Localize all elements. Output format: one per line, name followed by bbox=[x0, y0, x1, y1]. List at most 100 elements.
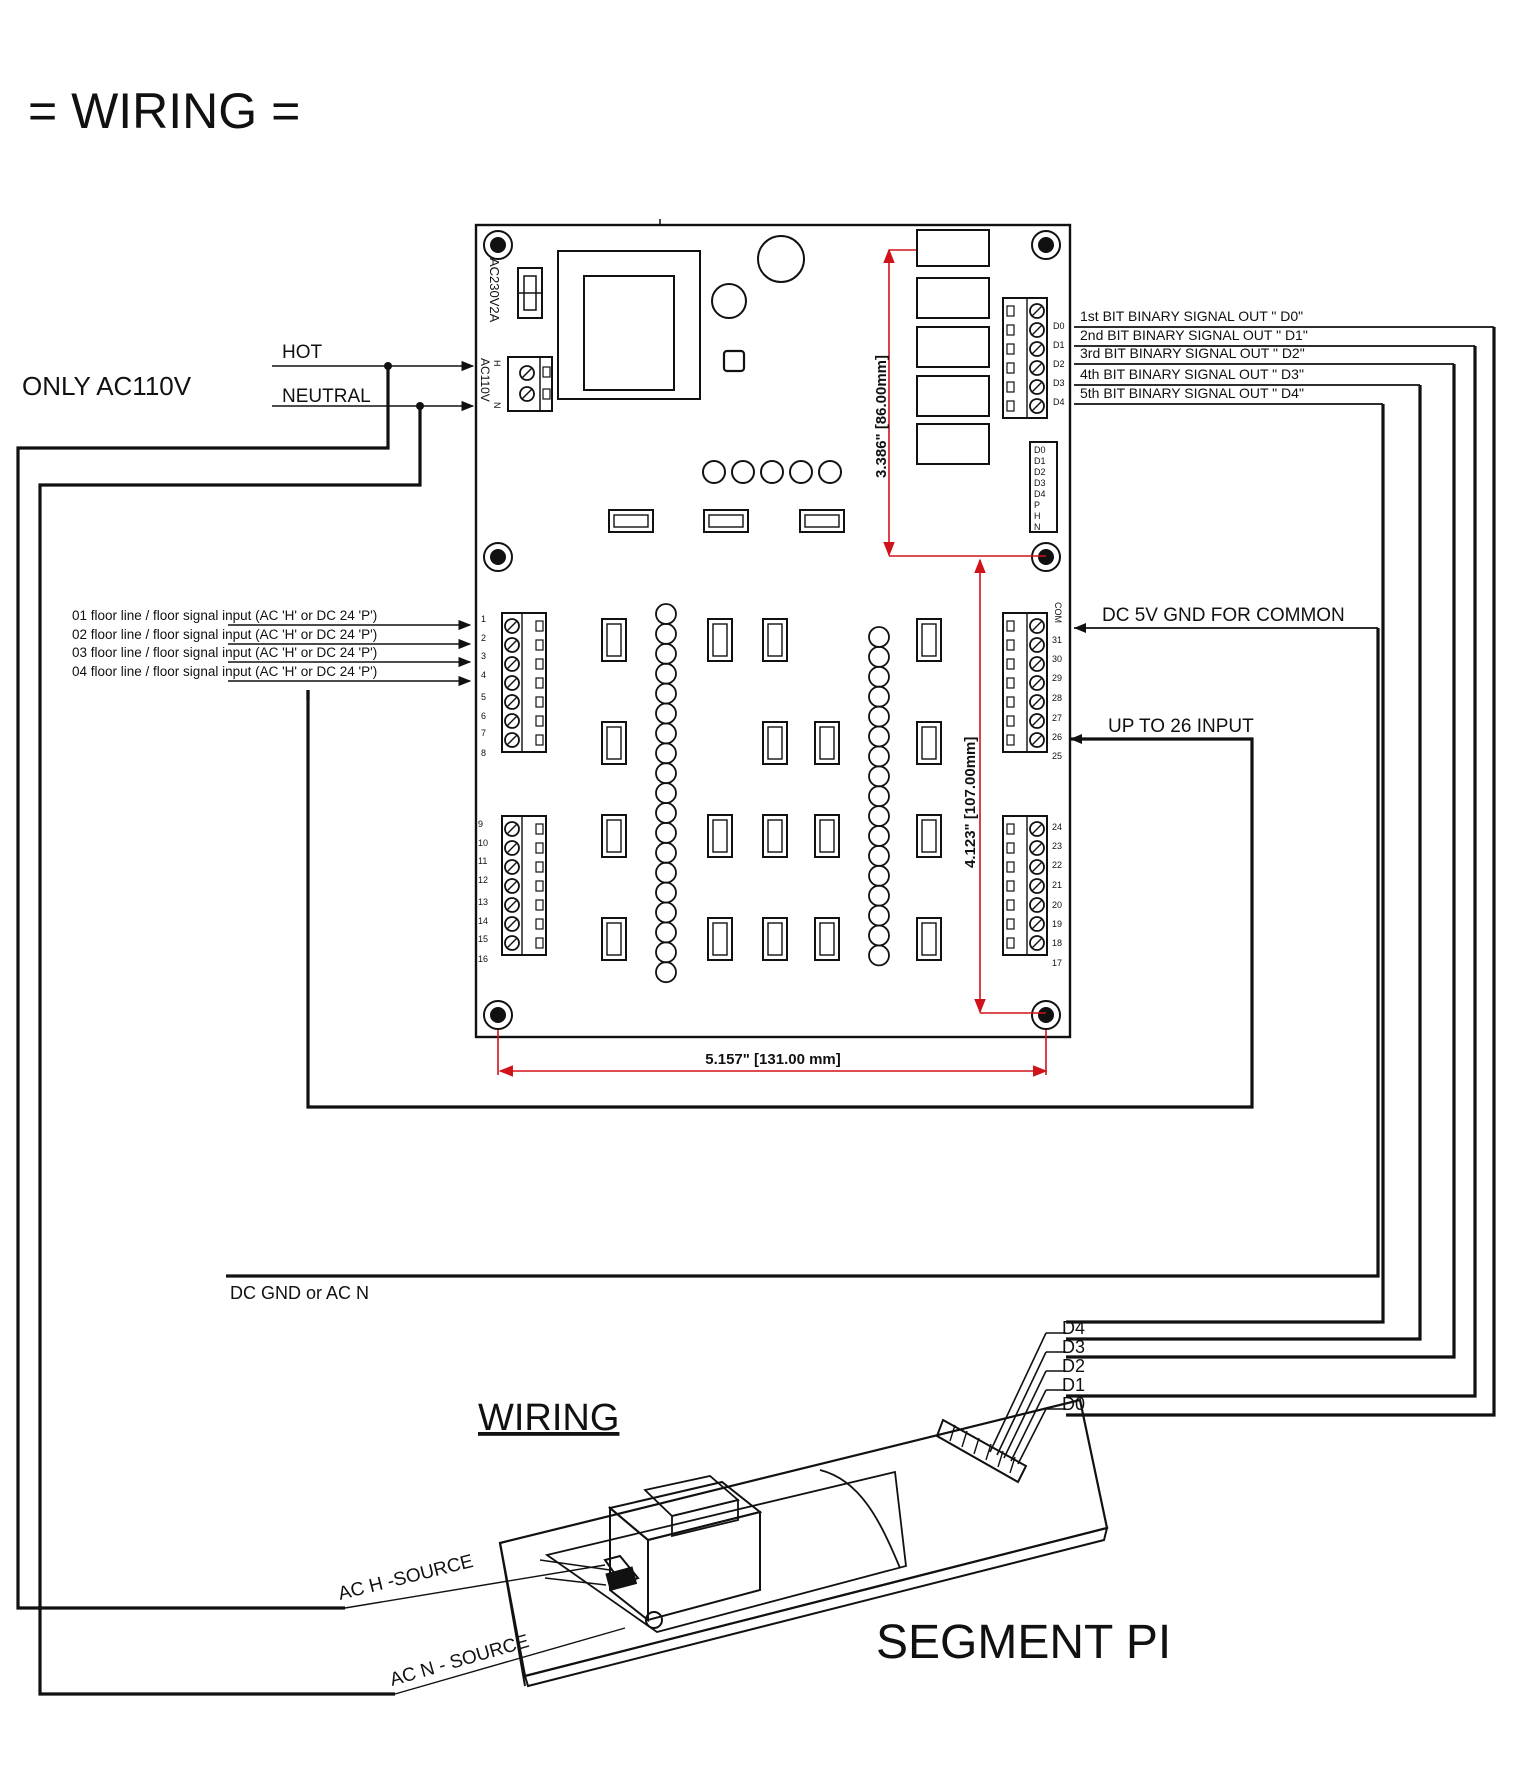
output-pin-number: D4 bbox=[1053, 397, 1065, 407]
terminal-block-outputs bbox=[1002, 297, 1048, 419]
wiring-subtitle: WIRING bbox=[478, 1397, 619, 1439]
hot-label: HOT bbox=[282, 342, 323, 363]
pin-number: 1 bbox=[481, 614, 486, 624]
dc-gnd-label: DC GND or AC N bbox=[230, 1283, 369, 1303]
pin-number: 16 bbox=[478, 954, 488, 964]
pin-number: 9 bbox=[478, 819, 483, 829]
relay-column bbox=[916, 229, 990, 465]
chip-grid bbox=[601, 618, 942, 961]
regulator bbox=[722, 349, 746, 373]
transformer bbox=[557, 250, 701, 400]
mounting-hole-bl bbox=[483, 1000, 513, 1030]
pin-number: 3 bbox=[481, 651, 486, 661]
pin-number: 4 bbox=[481, 670, 486, 680]
mounting-hole-tl bbox=[483, 230, 513, 260]
dimension-width: 5.157" [131.00 mm] bbox=[705, 1051, 841, 1068]
terminal-block-inputs-17-24 bbox=[1002, 815, 1048, 956]
pin-number: 23 bbox=[1052, 841, 1062, 851]
ac-terminal-n: N bbox=[492, 402, 502, 409]
output-signals: 1st BIT BINARY SIGNAL OUT " D0"2nd BIT B… bbox=[1066, 308, 1496, 1417]
pin-number: 25 bbox=[1052, 751, 1062, 761]
header-pin-label: N bbox=[1034, 522, 1041, 532]
mounting-hole-tr bbox=[1031, 230, 1061, 260]
pin-number: 24 bbox=[1052, 822, 1062, 832]
pin-number: 26 bbox=[1052, 732, 1062, 742]
pin-number: 18 bbox=[1052, 938, 1062, 948]
header-pin-label: P bbox=[1034, 500, 1040, 510]
output-signal-label: 1st BIT BINARY SIGNAL OUT " D0" bbox=[1080, 308, 1303, 324]
common-label: DC 5V GND FOR COMMON bbox=[1102, 605, 1345, 626]
led-row bbox=[702, 460, 842, 484]
ac-h-source-label: AC H -SOURCE bbox=[336, 1551, 475, 1605]
output-signal-label: 5th BIT BINARY SIGNAL OUT " D4" bbox=[1080, 385, 1304, 401]
ac-terminal-h: H bbox=[492, 360, 502, 367]
terminal-block-inputs-1-8 bbox=[501, 612, 547, 753]
pin-number: 12 bbox=[478, 875, 488, 885]
capacitor-large bbox=[757, 235, 805, 283]
header-pin-label: D2 bbox=[1034, 467, 1046, 477]
pi-pin-label: D0 bbox=[1062, 1394, 1085, 1414]
output-pin-number: D2 bbox=[1053, 359, 1065, 369]
output-pin-number: D3 bbox=[1053, 378, 1065, 388]
floor-inputs: 01 floor line / floor signal input (AC '… bbox=[72, 608, 472, 700]
ic-row bbox=[608, 509, 845, 533]
pin-number: 14 bbox=[478, 916, 488, 926]
segment-pi-board bbox=[498, 1398, 1109, 1688]
com-pin-label: COM bbox=[1053, 602, 1063, 623]
floor-return-wire bbox=[306, 690, 1254, 1109]
pin-number: 29 bbox=[1052, 673, 1062, 683]
header-pin-label: D3 bbox=[1034, 478, 1046, 488]
output-route-wire bbox=[1066, 364, 1456, 1359]
pi-pin-label: D1 bbox=[1062, 1375, 1085, 1395]
fuse-label: AC230V2A bbox=[487, 258, 502, 323]
pin-number: 10 bbox=[478, 838, 488, 848]
pin-number: 8 bbox=[481, 748, 486, 758]
power-wiring: ONLY AC110V HOT NEUTRAL bbox=[16, 342, 475, 1696]
ac-terminal-block bbox=[507, 356, 553, 412]
output-route-wire bbox=[1066, 327, 1496, 1417]
ac-terminal-label: AC110V bbox=[478, 358, 492, 402]
header-pin-label: H bbox=[1034, 511, 1041, 521]
dimension-bottom-height: 4.123" [107.00mm] bbox=[962, 737, 979, 868]
pin-number: 21 bbox=[1052, 880, 1062, 890]
header-pin-label: D0 bbox=[1034, 445, 1046, 455]
floor-input-label: 01 floor line / floor signal input (AC '… bbox=[72, 608, 377, 623]
pi-connector bbox=[935, 1418, 1028, 1484]
pin-number: 6 bbox=[481, 711, 486, 721]
pin-number: 28 bbox=[1052, 693, 1062, 703]
mounting-hole-ml bbox=[483, 542, 513, 572]
pin-number: 20 bbox=[1052, 900, 1062, 910]
pi-pin-label: D4 bbox=[1062, 1318, 1085, 1338]
pin-number: 15 bbox=[478, 934, 488, 944]
led-columns bbox=[655, 603, 890, 984]
output-route-wire bbox=[1066, 404, 1385, 1324]
capacitor-small bbox=[711, 283, 747, 319]
output-pin-number: D1 bbox=[1053, 340, 1065, 350]
pin-number: 19 bbox=[1052, 919, 1062, 929]
pin-number: 7 bbox=[481, 728, 486, 738]
pin-number: 5 bbox=[481, 692, 486, 702]
pin-number: 11 bbox=[478, 856, 487, 866]
output-signal-label: 4th BIT BINARY SIGNAL OUT " D3" bbox=[1080, 366, 1304, 382]
up-to-26-label: UP TO 26 INPUT bbox=[1108, 716, 1254, 737]
floor-input-label: 02 floor line / floor signal input (AC '… bbox=[72, 627, 377, 642]
common-wire bbox=[226, 628, 1380, 1278]
floor-input-label: 03 floor line / floor signal input (AC '… bbox=[72, 645, 377, 660]
pin-number: 2 bbox=[481, 633, 486, 643]
only-ac110v-label: ONLY AC110V bbox=[22, 371, 192, 401]
header-pin-label: D1 bbox=[1034, 456, 1046, 466]
neutral-label: NEUTRAL bbox=[282, 386, 371, 407]
fuse bbox=[517, 267, 543, 319]
terminal-block-inputs-25-31 bbox=[1002, 612, 1048, 753]
controller-board: AC230V2A AC110V H N bbox=[474, 219, 1072, 1039]
mounting-hole-mr bbox=[1031, 542, 1061, 572]
pi-pin-label: D3 bbox=[1062, 1337, 1085, 1357]
pi-transformer bbox=[607, 1475, 763, 1623]
pin-number: 13 bbox=[478, 897, 488, 907]
page-title: = WIRING = bbox=[28, 83, 300, 139]
